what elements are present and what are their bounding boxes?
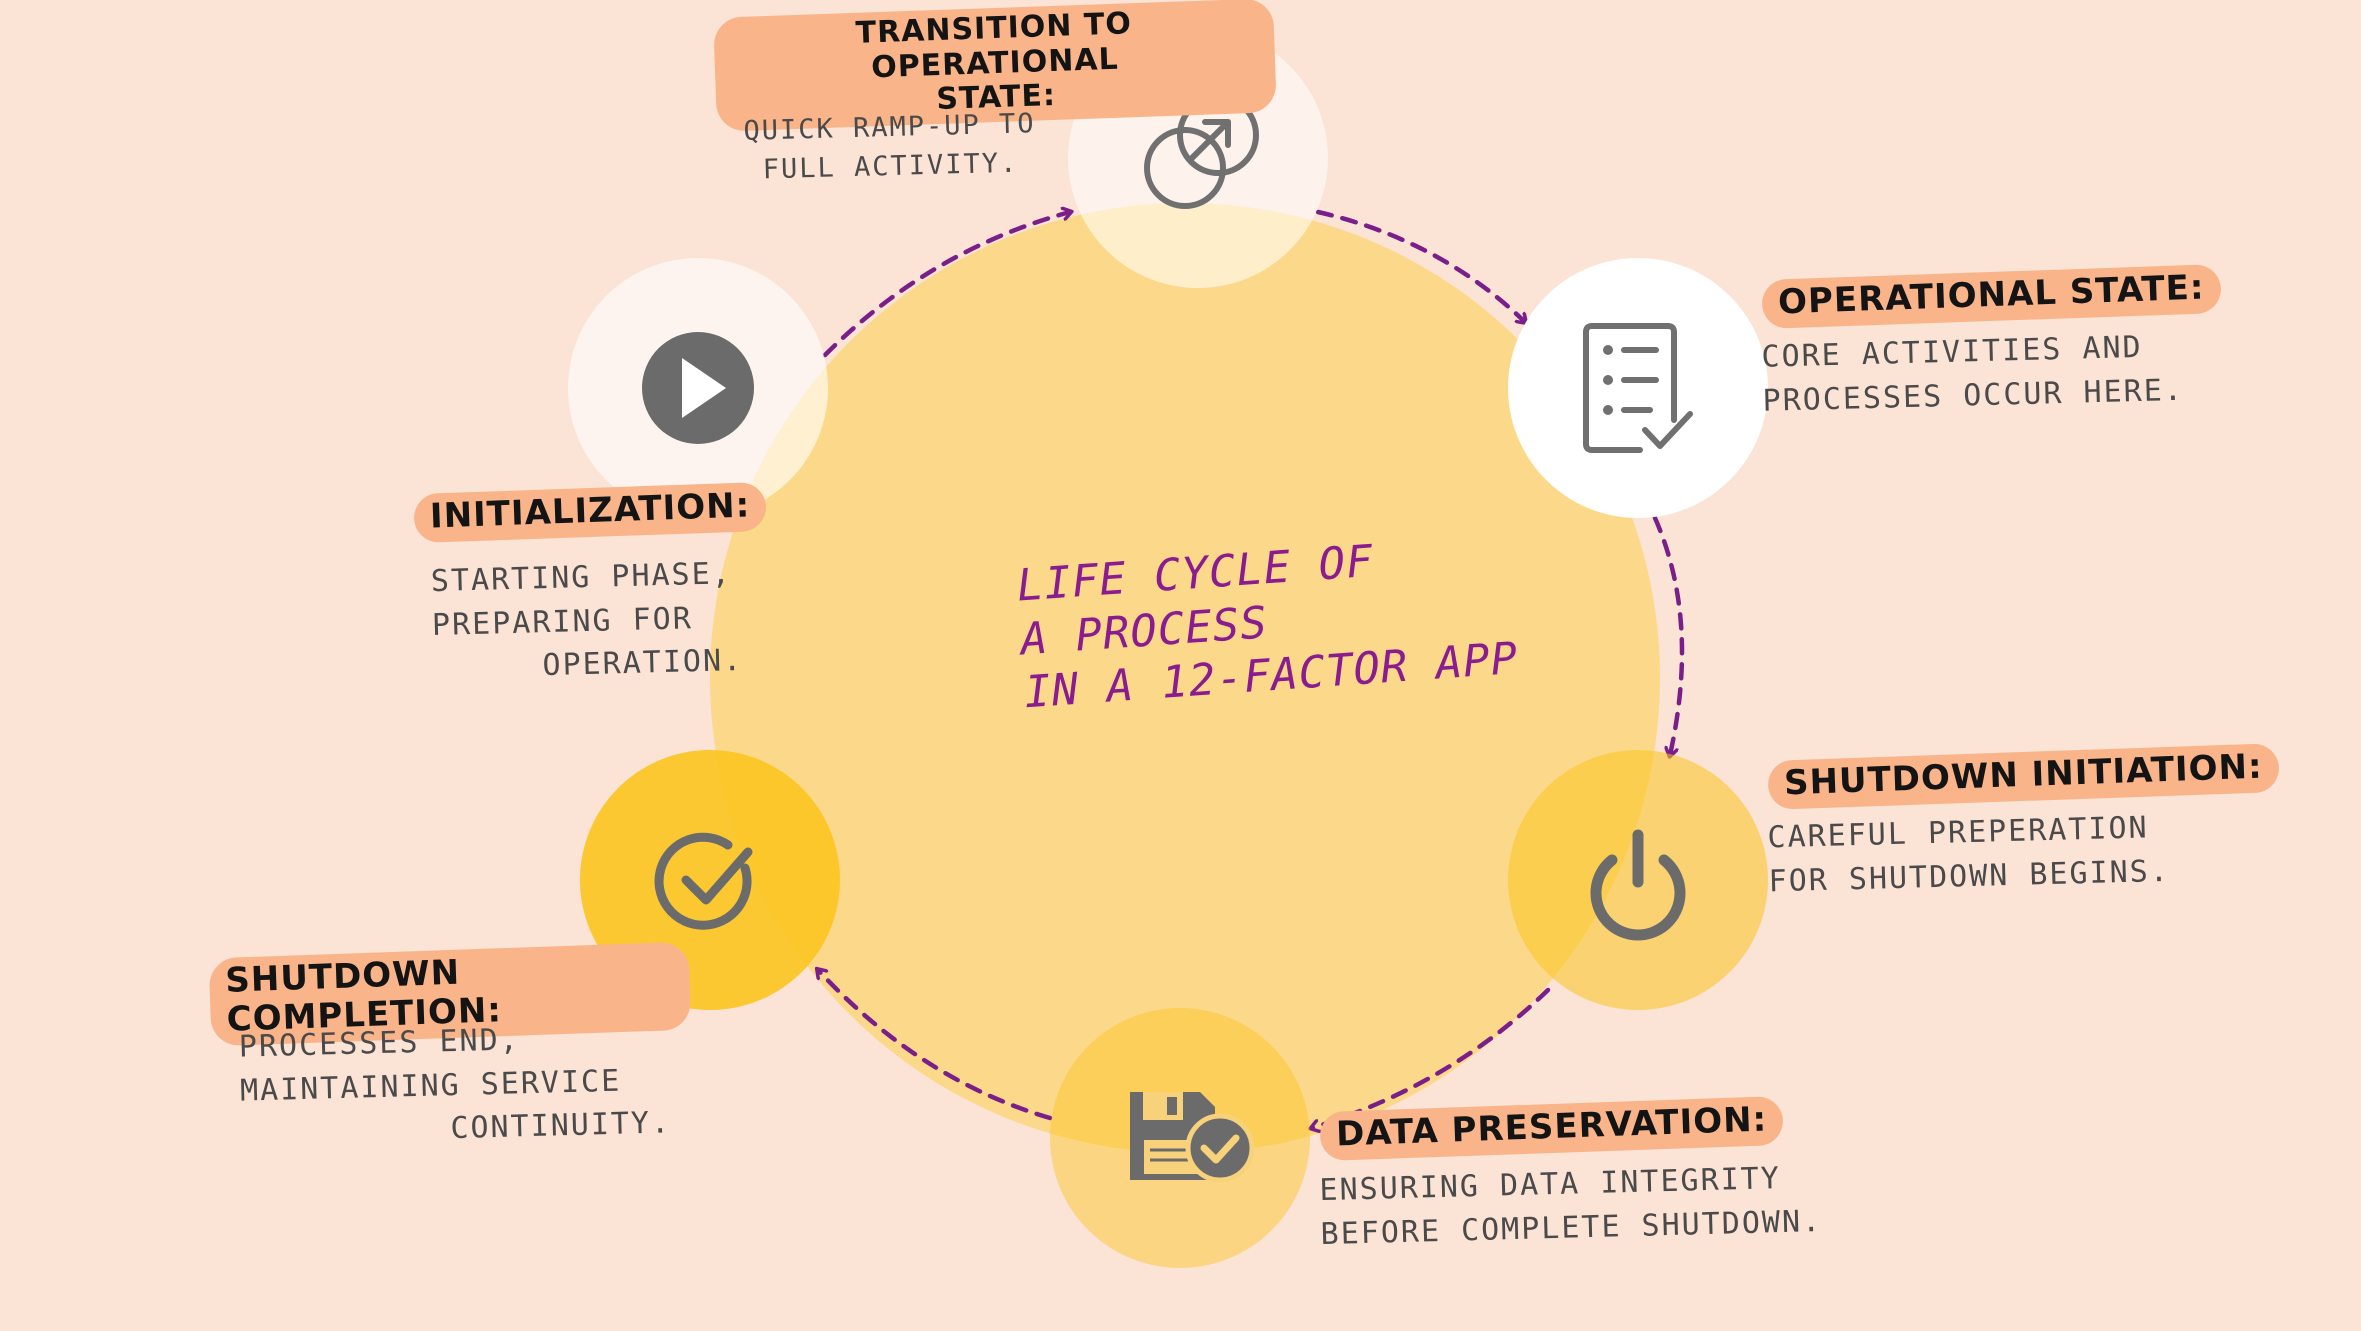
initialization-desc-line3: OPERATION. [542,642,744,684]
label-shutdown-initiation: SHUTDOWN INITIATION: CAREFUL PREPERATION… [1767,743,2328,899]
checklist-icon [1583,323,1693,453]
main-cycle-circle [710,203,1660,1153]
node-initialization [568,258,828,518]
floppy-check-icon [1130,1092,1255,1183]
play-icon [642,332,754,444]
label-data-preservation: DATA PRESERVATION: ENSURING DATA INTEGRI… [1319,1095,1940,1252]
shutdown-completion-description: PROCESSES END, MAINTAINING SERVICE CONTI… [238,1012,671,1151]
node-operational [1508,258,1768,518]
transition-description: QUICK RAMP-UP TO FULL ACTIVITY. [720,100,1060,186]
circle-check-icon [654,832,753,930]
data-preservation-description: ENSURING DATA INTEGRITY BEFORE COMPLETE … [1319,1153,1941,1256]
arrow-operational-to-shutdown-init [1652,515,1685,755]
initialization-desc-line1: STARTING PHASE, [430,556,733,600]
shutdown-initiation-heading: SHUTDOWN INITIATION: [1767,743,2280,810]
label-initialization: INITIALIZATION: [413,481,768,544]
cycle-arrows [818,209,1685,1128]
transition-desc-line2: FULL ACTIVITY. [762,147,1019,186]
initialization-heading: INITIALIZATION: [413,481,768,544]
power-icon [1590,829,1686,941]
operational-heading: OPERATIONAL STATE: [1761,264,2222,330]
node-data-preservation [1050,1008,1310,1268]
node-shutdown-initiation [1508,750,1768,1010]
arrow-transition-to-operational [1315,209,1525,322]
data-preservation-heading: DATA PRESERVATION: [1319,1095,1785,1162]
shutdown-initiation-description: CAREFUL PREPERATION FOR SHUTDOWN BEGINS. [1767,802,2329,904]
arrow-data-to-completion [818,970,1053,1121]
initialization-description: STARTING PHASE, PREPARING FOR OPERATION. [430,548,743,687]
arrow-init-to-transition [822,212,1070,358]
operational-description: CORE ACTIVITIES AND PROCESSES OCCUR HERE… [1761,322,2283,423]
label-operational: OPERATIONAL STATE: CORE ACTIVITIES AND P… [1761,264,2282,418]
